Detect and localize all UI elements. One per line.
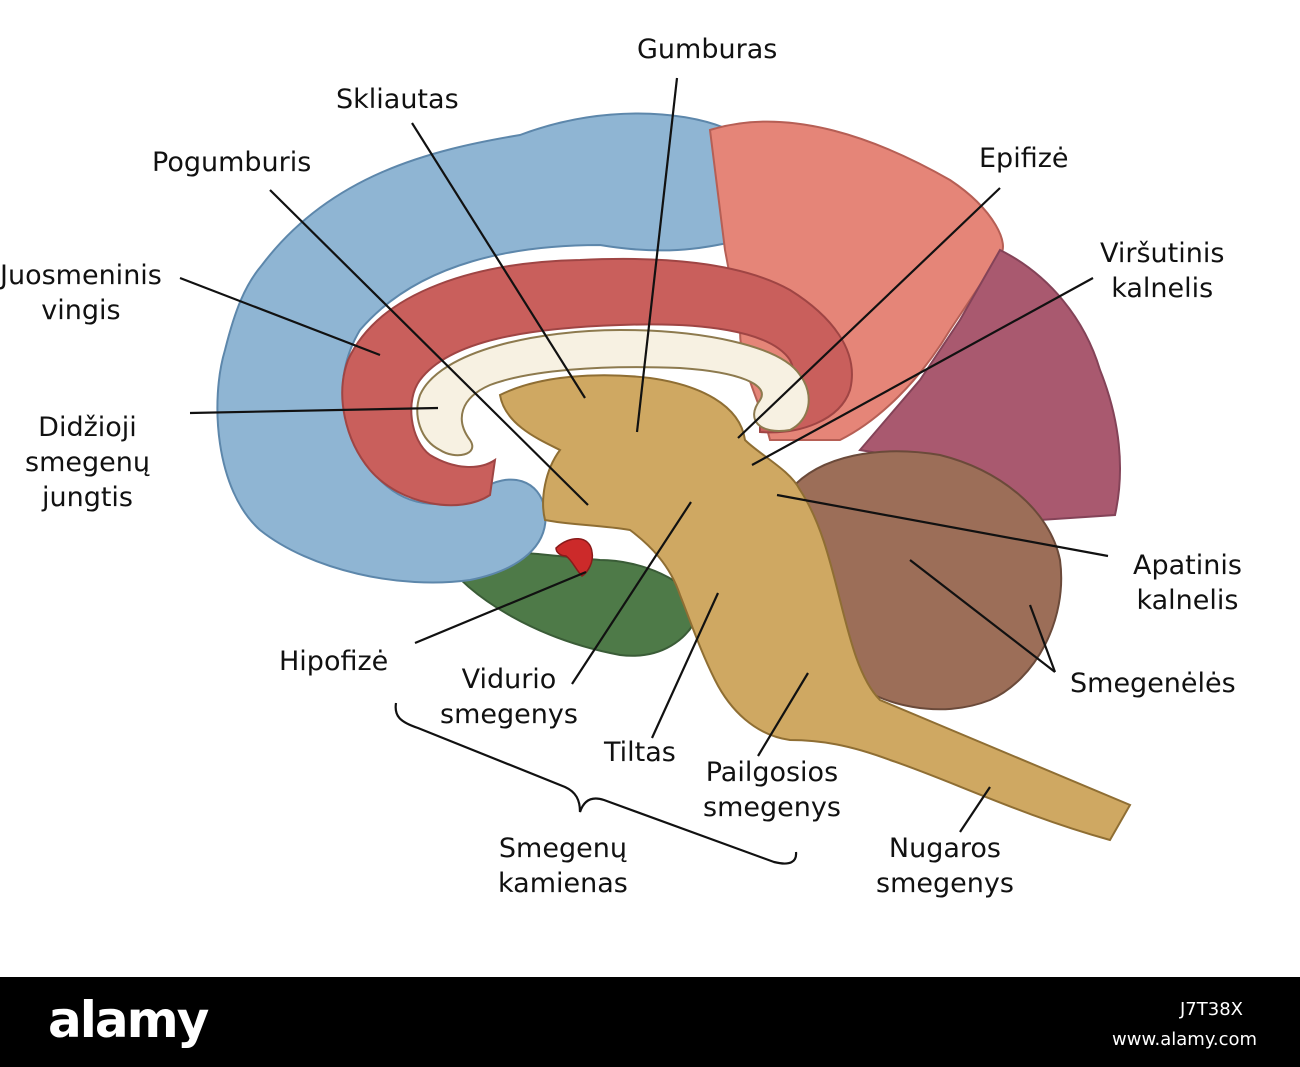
image-id: J7T38X — [1180, 999, 1243, 1020]
brainstem — [498, 374, 1132, 842]
brain-illustration — [179, 77, 1132, 865]
label-tiltas: Tiltas — [604, 737, 676, 768]
brainstem-brace — [394, 702, 798, 865]
pituitary-gland — [555, 538, 594, 577]
watermark-bar: alamy J7T38X www.alamy.com — [0, 977, 1300, 1067]
alamy-logo: alamy — [48, 991, 209, 1049]
corpus-callosum — [416, 328, 810, 457]
label-hipofize: Hipofizė — [279, 646, 389, 677]
site-url: www.alamy.com — [1112, 1029, 1258, 1050]
label-pogumburis: Pogumburis — [152, 147, 312, 178]
label-gumburas: Gumburas — [637, 34, 778, 65]
brain-diagram: Gumburas Skliautas Pogumburis Epifizė Ju… — [0, 34, 1242, 899]
label-skliautas: Skliautas — [336, 84, 459, 115]
label-smegeneles: Smegenėlės — [1070, 668, 1236, 699]
leader-lines — [179, 77, 1109, 833]
label-epifize: Epifizė — [979, 143, 1069, 174]
cingulate-gyrus — [341, 257, 853, 507]
